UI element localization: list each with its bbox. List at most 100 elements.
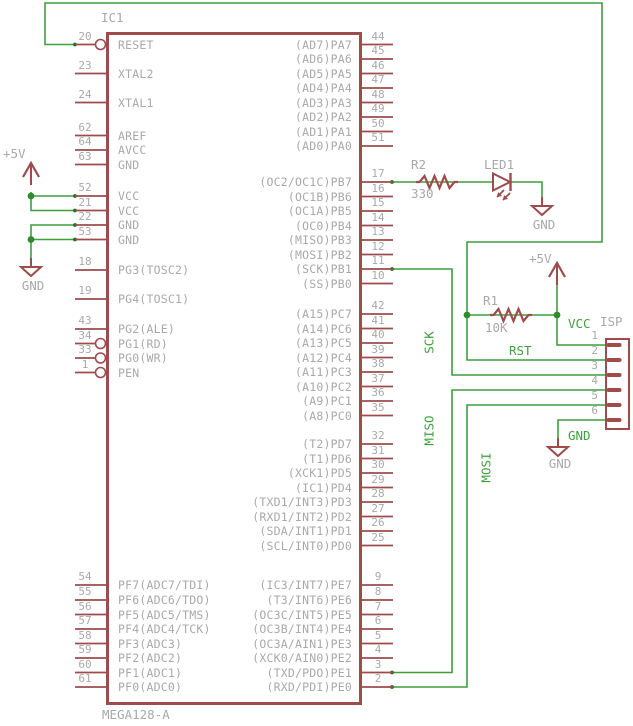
pin-number: 2: [374, 672, 382, 685]
net-label-gnd: GND: [568, 428, 591, 443]
wire-plus5v-to-isp1[interactable]: [556, 284, 606, 346]
pin-name: VCC: [118, 189, 140, 203]
pin-inversion-circle: [94, 337, 107, 350]
ic-ref-label: IC1: [101, 10, 124, 25]
isp-contact-2[interactable]: [606, 358, 622, 362]
pin-number: 38: [371, 357, 385, 370]
pin-number: 34: [78, 328, 92, 342]
pin-number: 11: [371, 254, 385, 267]
pin-name: (AD4)PA4: [295, 81, 352, 95]
pin-number: 6: [374, 614, 382, 627]
pin-number: 41: [371, 313, 385, 327]
pin-number: 4: [374, 643, 382, 656]
pin-name: VCC: [118, 203, 140, 218]
pin-number: 50: [371, 116, 385, 130]
pin-number: 56: [78, 599, 92, 613]
plus5v-symbol[interactable]: [548, 260, 566, 285]
pin-name: (TXD/PDO)PE1: [266, 665, 352, 680]
pin-number: 31: [371, 443, 385, 457]
plus5v-right-label: +5V: [529, 251, 552, 266]
wire-led-cathode-gnd[interactable]: [511, 181, 543, 199]
isp-contact-1[interactable]: [606, 343, 622, 347]
junction-dot: [27, 192, 35, 200]
pin-number: 42: [371, 299, 385, 312]
pin-number: 18: [78, 255, 92, 268]
pin-name: RESET: [118, 37, 154, 52]
pin-name: (T1)PD6: [302, 451, 352, 466]
gnd-symbol[interactable]: [18, 258, 44, 278]
pin-name: GND: [118, 218, 140, 232]
pin-number: 63: [78, 149, 92, 163]
pin-number: 30: [371, 458, 385, 471]
pin-number: 64: [78, 135, 92, 148]
plus5v-symbol[interactable]: [22, 160, 40, 185]
resistor-r1-ref-label: R1: [483, 293, 499, 308]
pin-number: 32: [371, 429, 385, 442]
wire-mosi[interactable]: [392, 404, 606, 688]
pin-name: (A14)PC6: [295, 321, 352, 336]
pin-name: (AD0)PA0: [295, 139, 352, 153]
isp-contact-4[interactable]: [606, 388, 622, 392]
pin-name: AREF: [118, 128, 147, 143]
pin-number: 48: [371, 87, 385, 101]
pin-name: (SDA/INT1)PD1: [259, 524, 352, 538]
net-label-rst: RST: [509, 343, 532, 358]
isp-connector-body[interactable]: [605, 338, 630, 430]
pin-name: (TXD1/INT3)PD3: [252, 495, 352, 509]
wire-plus5v-left[interactable]: [30, 192, 75, 212]
pin-name: PG3(TOSC2): [118, 263, 190, 277]
junction-dot: [27, 236, 35, 243]
isp-contact-5[interactable]: [606, 403, 622, 407]
pin-name: (OC2/OC1C)PB7: [259, 175, 352, 189]
pin-number: 26: [371, 516, 385, 529]
ic-body[interactable]: [106, 32, 362, 705]
pin-name: PF3(ADC3): [118, 636, 183, 651]
pin-name: PG1(RD): [118, 336, 168, 351]
pin-name: PF6(ADC6/TDO): [118, 593, 211, 607]
pin-name: (A8)PC0: [302, 408, 352, 423]
pin-number: 7: [374, 599, 382, 613]
pin-name: XTAL2: [118, 66, 154, 81]
pin-name: (MISO)PB3: [287, 233, 352, 247]
pin-number: 44: [371, 29, 385, 43]
pin-name: (A11)PC3: [295, 365, 352, 379]
pin-number: 15: [371, 196, 385, 209]
resistor-r2-symbol[interactable]: [416, 173, 458, 191]
pin-number: 29: [371, 472, 385, 486]
wire-sck[interactable]: [392, 268, 606, 376]
isp-contact-3[interactable]: [606, 373, 622, 377]
pin-number: 57: [78, 614, 92, 627]
isp-pin-number: 4: [591, 374, 598, 387]
pin-number: 55: [78, 585, 92, 598]
wire-reset-rst[interactable]: [44, 2, 606, 361]
wire-miso[interactable]: [392, 389, 606, 674]
pin-inversion-circle: [94, 366, 107, 379]
pin-name: PEN: [118, 365, 140, 380]
pin-name: (OC1B)PB6: [287, 189, 352, 204]
pin-number: 47: [371, 73, 385, 86]
gnd-symbol[interactable]: [545, 438, 571, 458]
resistor-r1-symbol[interactable]: [490, 306, 532, 324]
pin-number: 36: [371, 386, 385, 399]
wire-gnd-left[interactable]: [30, 224, 75, 259]
pin-number: 20: [78, 29, 92, 43]
pin-name: PG2(ALE): [118, 322, 175, 336]
led1-ref-label: LED1: [484, 157, 515, 172]
wire-isp6-gnd[interactable]: [557, 419, 606, 440]
pin-name: (SCK)PB1: [295, 262, 352, 276]
pin-name: (OC3C/INT5)PE5: [252, 607, 352, 622]
pin-number: 28: [371, 487, 385, 500]
pin-number: 61: [78, 672, 92, 685]
led-symbol[interactable]: [492, 171, 513, 201]
isp-pin-number: 1: [591, 329, 598, 342]
pin-number: 59: [78, 643, 92, 656]
isp-contact-6[interactable]: [606, 418, 622, 422]
isp-title-label: ISP: [600, 314, 623, 329]
gnd-symbol[interactable]: [529, 197, 555, 217]
isp-pin-number: 5: [591, 389, 598, 402]
resistor-r1-value-label: 10K: [485, 320, 508, 335]
pin-name: (OC3A/AIN1)PE3: [252, 636, 352, 651]
pin-number: 62: [78, 120, 92, 134]
net-label-vcc: VCC: [568, 316, 591, 331]
